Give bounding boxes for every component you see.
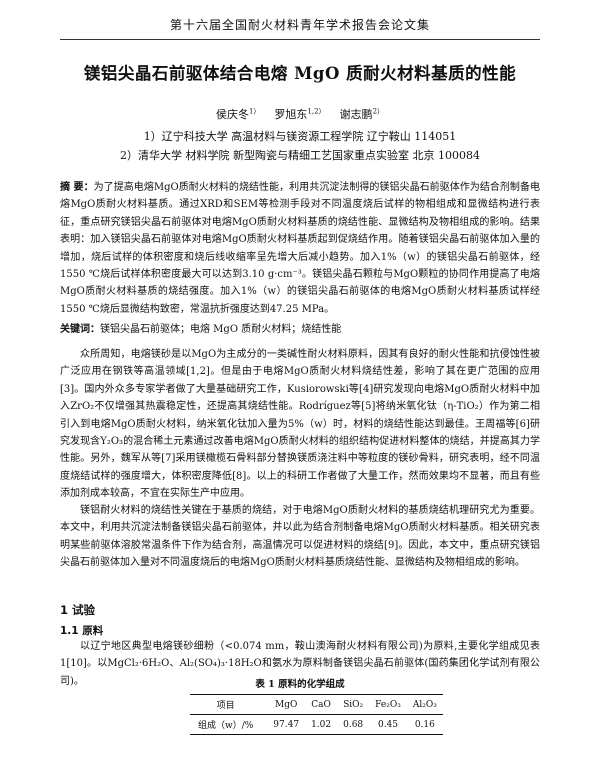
table-row: 组成（w）/% 97.47 1.02 0.68 0.45 0.16	[190, 715, 443, 735]
keywords-text: 镁铝尖晶石前驱体；电熔 MgO 质耐火材料；烧结性能	[100, 324, 342, 335]
author-list: 侯庆冬1） 罗旭东1,2） 谢志鹏2）	[0, 106, 600, 122]
table-header-cell: MgO	[275, 699, 298, 710]
keywords: 关键词：镁铝尖晶石前驱体；电熔 MgO 质耐火材料；烧结性能	[60, 320, 540, 335]
table-header-cell: Fe₂O₃	[375, 699, 401, 710]
author-name: 谢志鹏	[339, 108, 373, 121]
affiliation: 1）辽宁科技大学 高温材料与镁资源工程学院 辽宁鞍山 114051	[143, 130, 457, 143]
table-cell: 组成（w）/%	[198, 721, 254, 731]
paper-title: 镁铝尖晶石前驱体结合电熔 MgO 质耐火材料基质的性能	[83, 64, 517, 83]
table-cell: 0.16	[414, 719, 435, 730]
body-paragraph: 以辽宁地区典型电熔镁砂细粉（<0.074 mm，鞍山澳海耐火材料有限公司)为原料…	[60, 641, 540, 687]
section-heading: 1 试验	[60, 603, 96, 617]
table-caption: 表 1 原料的化学组成	[255, 679, 345, 690]
affiliation: 2）清华大学 材料学院 新型陶瓷与精细工艺国家重点实验室 北京 100084	[120, 149, 480, 162]
table-header-row: 项目 MgO CaO SiO₂ Fe₂O₃ Al₂O₃	[190, 694, 443, 715]
composition-table: 项目 MgO CaO SiO₂ Fe₂O₃ Al₂O₃ 组成（w）/% 97.4…	[190, 694, 443, 735]
table-cell: 1.02	[311, 719, 332, 730]
abstract-label: 摘 要：	[60, 182, 94, 193]
subsection-heading: 1.1 原料	[60, 625, 104, 637]
running-header: 第十六届全国耐火材料青年学术报告会论文集	[60, 16, 540, 40]
abstract-text: 为了提高电熔MgO质耐火材料的烧结性能，利用共沉淀法制得的镁铝尖晶石前驱体作为结…	[60, 182, 541, 315]
abstract: 摘 要：为了提高电熔MgO质耐火材料的烧结性能，利用共沉淀法制得的镁铝尖晶石前驱…	[60, 179, 540, 318]
table-cell: 0.68	[343, 719, 364, 730]
table-header-cell: Al₂O₃	[412, 699, 437, 710]
table-cell: 97.47	[273, 719, 300, 730]
table-header-cell: CaO	[311, 699, 331, 710]
keywords-label: 关键词：	[60, 324, 100, 335]
author-name: 侯庆冬	[215, 108, 249, 121]
author-affil-mark: 1）	[248, 107, 261, 116]
body-paragraph: 众所周知，电熔镁砂是以MgO为主成分的一类碱性耐火材料原料，因其有良好的耐火性能…	[60, 349, 540, 500]
table-header-cell: 项目	[216, 701, 235, 711]
table-header-cell: SiO₂	[343, 699, 364, 710]
table-cell: 0.45	[377, 719, 399, 730]
author-affil-mark: 2）	[372, 107, 385, 116]
author-name: 罗旭东	[274, 108, 308, 121]
author-affil-mark: 1,2）	[307, 107, 326, 116]
body-paragraph: 镁铝耐火材料的烧结性关键在于基质的烧结，对于电熔MgO质耐火材料的基质烧结机理研…	[60, 505, 540, 569]
